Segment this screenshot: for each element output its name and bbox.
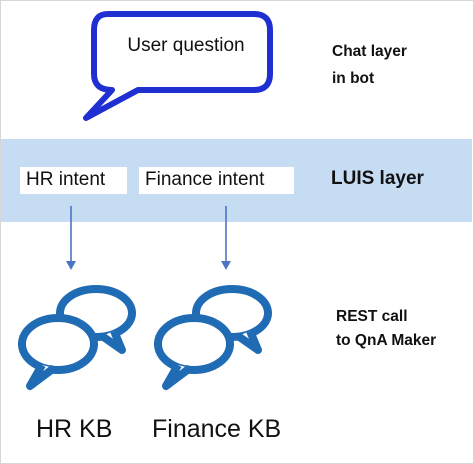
- arrow-down-icon: [66, 206, 76, 270]
- rest-call-label-line1: REST call: [336, 308, 408, 325]
- finance-kb-label: Finance KB: [152, 415, 282, 443]
- rest-call-label: REST call to QnA Maker: [336, 305, 466, 353]
- finance-intent-box: Finance intent: [139, 167, 294, 194]
- rest-call-label-line2: to QnA Maker: [336, 332, 437, 349]
- hr-intent-box: HR intent: [20, 167, 127, 194]
- chat-layer-label-line2: in bot: [332, 70, 375, 87]
- chat-layer-label-line1: Chat layer: [332, 43, 407, 60]
- user-question-text: User question: [127, 35, 245, 56]
- speech-bubble-icon: [83, 11, 273, 121]
- arrow-down-icon: [221, 206, 231, 270]
- chat-bubbles-icon: [18, 285, 136, 390]
- chat-bubbles-icon: [154, 285, 272, 390]
- chat-layer-label: Chat layer in bot: [332, 38, 452, 92]
- luis-layer-label: LUIS layer: [331, 168, 424, 189]
- hr-kb-label: HR KB: [36, 415, 113, 443]
